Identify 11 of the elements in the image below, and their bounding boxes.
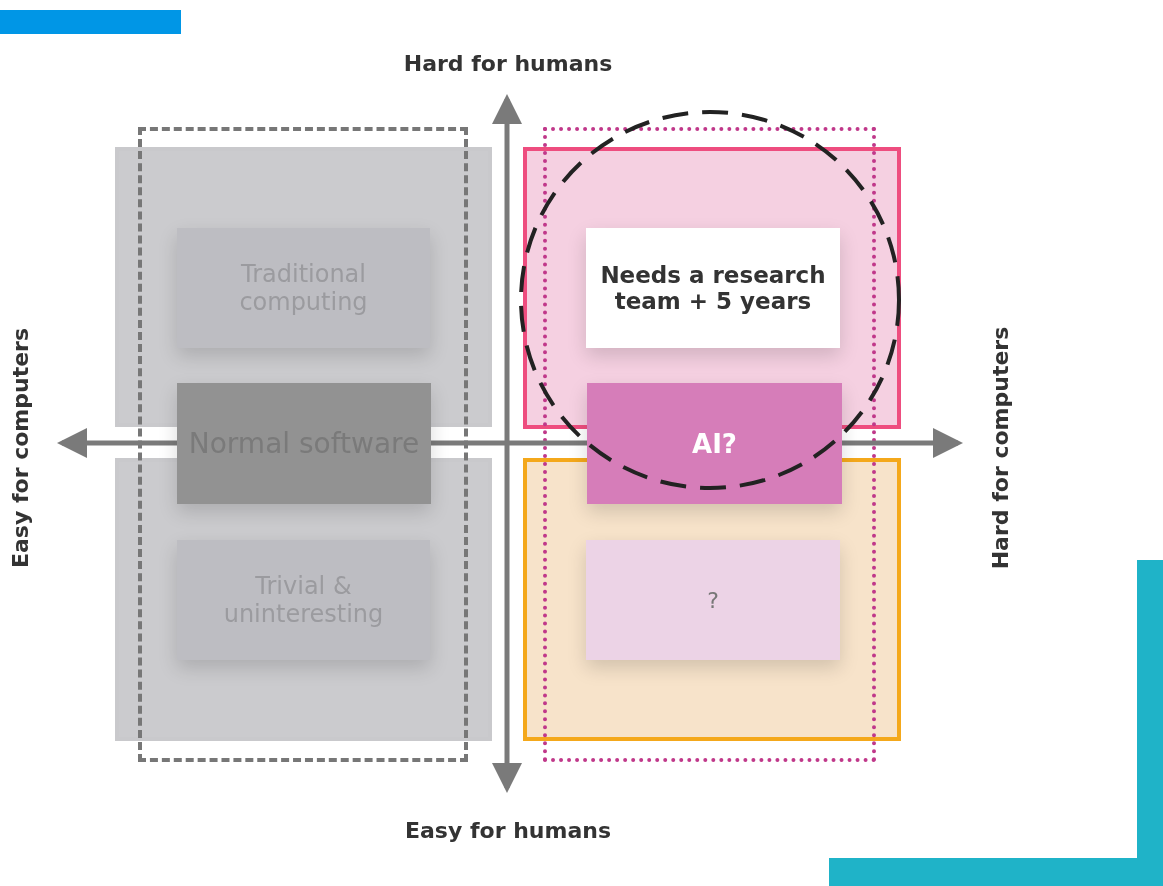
axis-label: Easy for humans [405, 817, 611, 843]
axis-label: Hard for computers [987, 326, 1013, 570]
box-text: AI? [691, 428, 738, 459]
text-box [586, 540, 840, 660]
box-text: Needs a research team + 5 years [599, 262, 827, 314]
text-box [586, 228, 840, 348]
axis-label: Easy for computers [7, 328, 33, 568]
text-box [587, 383, 842, 504]
text-box [177, 383, 431, 504]
axis-label: Hard for humans [403, 50, 613, 76]
box-text: ? [706, 587, 720, 613]
